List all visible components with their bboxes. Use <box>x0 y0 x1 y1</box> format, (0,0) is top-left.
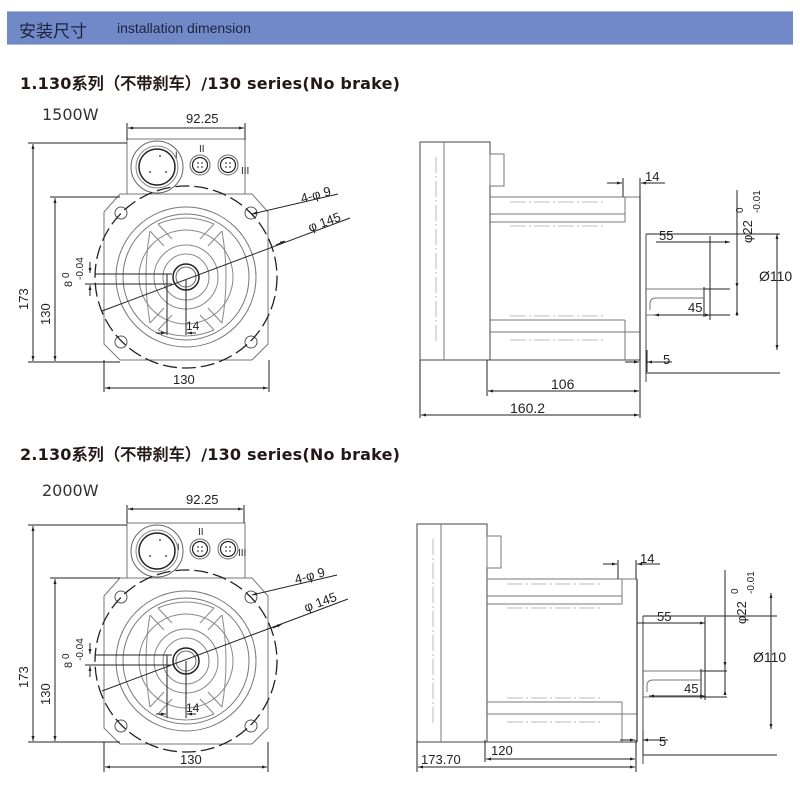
dim-flange-width: 130 <box>173 372 195 387</box>
dim-total-length: 173.70 <box>421 752 461 767</box>
dim-key-depth: 14 <box>186 319 200 333</box>
dim-key-tol-upper: 0 <box>61 653 72 659</box>
dim-flange-height: 130 <box>38 683 53 705</box>
connector-label-3: III <box>238 548 246 559</box>
dim-key-width: 8 <box>63 281 75 287</box>
dim-key-tol-upper: 0 <box>61 272 72 278</box>
connector-label-2: II <box>199 144 205 155</box>
section-1-side-dimensions <box>419 178 779 418</box>
section-2-side-dimensions <box>416 560 773 772</box>
dim-bolt-circle: φ 145 <box>302 589 339 615</box>
section-2-side-labels: 14 55 45 φ22 0 -0.01 Ø110 5 120 173.70 <box>421 551 786 767</box>
connector-label-3: III <box>241 166 249 177</box>
dim-total-height: 173 <box>16 288 31 310</box>
section-1-side-view <box>419 141 781 383</box>
dim-flange-thickness: 14 <box>640 551 654 566</box>
dim-body-length: 106 <box>551 376 575 392</box>
dim-mount-holes: 4-φ 9 <box>293 564 327 586</box>
section-2-side-view <box>416 523 778 765</box>
dim-connector-width: 92.25 <box>186 111 219 126</box>
dim-shaft-dia: φ22 <box>740 220 755 243</box>
section-2-power: 2000W <box>42 481 99 500</box>
dim-key-tol-lower: -0.04 <box>75 257 86 280</box>
dim-pilot-dia: Ø110 <box>759 268 792 284</box>
section-2-title: 2.130系列（不带刹车）/130 series(No brake) <box>20 445 401 464</box>
dim-connector-width: 92.25 <box>186 492 219 507</box>
dim-key-length: 45 <box>688 300 702 315</box>
dim-shaft-tol-lower: -0.01 <box>746 571 757 594</box>
header-title-cn: 安装尺寸 <box>19 22 87 42</box>
dim-key-width: 8 <box>63 662 75 668</box>
section-2-front-dimensions <box>28 505 349 772</box>
dim-flange-thickness: 14 <box>645 169 659 184</box>
section-2-front-labels: 92.25 173 130 130 4-φ 9 φ 145 8 0 -0.04 … <box>16 492 339 767</box>
dim-total-length: 160.2 <box>510 400 545 416</box>
dim-bolt-circle: φ 145 <box>306 209 343 235</box>
dim-mount-holes: 4-φ 9 <box>299 183 333 205</box>
dim-flange-width: 130 <box>180 752 202 767</box>
dim-shaft-length: 55 <box>659 228 673 243</box>
section-1-front-dimensions <box>28 123 351 392</box>
dim-key-depth: 14 <box>186 701 200 715</box>
connector-label-1: I <box>175 150 178 160</box>
connector-label-1: I <box>177 542 180 552</box>
dim-key-length: 45 <box>684 681 698 696</box>
section-1-side-labels: 14 55 45 φ22 0 -0.01 Ø110 5 106 160.2 <box>510 169 792 416</box>
dim-shaft-tol-lower: -0.01 <box>752 190 763 213</box>
dim-pilot-depth: 5 <box>663 352 670 367</box>
connector-label-2: II <box>198 527 204 538</box>
section-header-bar: 安装尺寸 installation dimension <box>7 11 793 45</box>
dim-shaft-tol-upper: 0 <box>730 588 741 594</box>
dim-pilot-depth: 5 <box>659 734 666 749</box>
dim-shaft-dia: φ22 <box>734 601 749 624</box>
dim-pilot-dia: Ø110 <box>753 649 786 665</box>
dim-body-length: 120 <box>491 743 513 758</box>
section-1-power: 1500W <box>42 105 99 124</box>
dim-key-tol-lower: -0.04 <box>75 638 86 661</box>
dim-flange-height: 130 <box>38 303 53 325</box>
dim-total-height: 173 <box>16 666 31 688</box>
dim-shaft-length: 55 <box>657 609 671 624</box>
section-1-front-labels: 92.25 173 130 130 4-φ 9 φ 145 8 0 -0.04 … <box>16 111 343 387</box>
section-1-title: 1.130系列（不带刹车）/130 series(No brake) <box>20 74 401 93</box>
dim-shaft-tol-upper: 0 <box>735 207 746 213</box>
header-title-en: installation dimension <box>117 20 251 36</box>
